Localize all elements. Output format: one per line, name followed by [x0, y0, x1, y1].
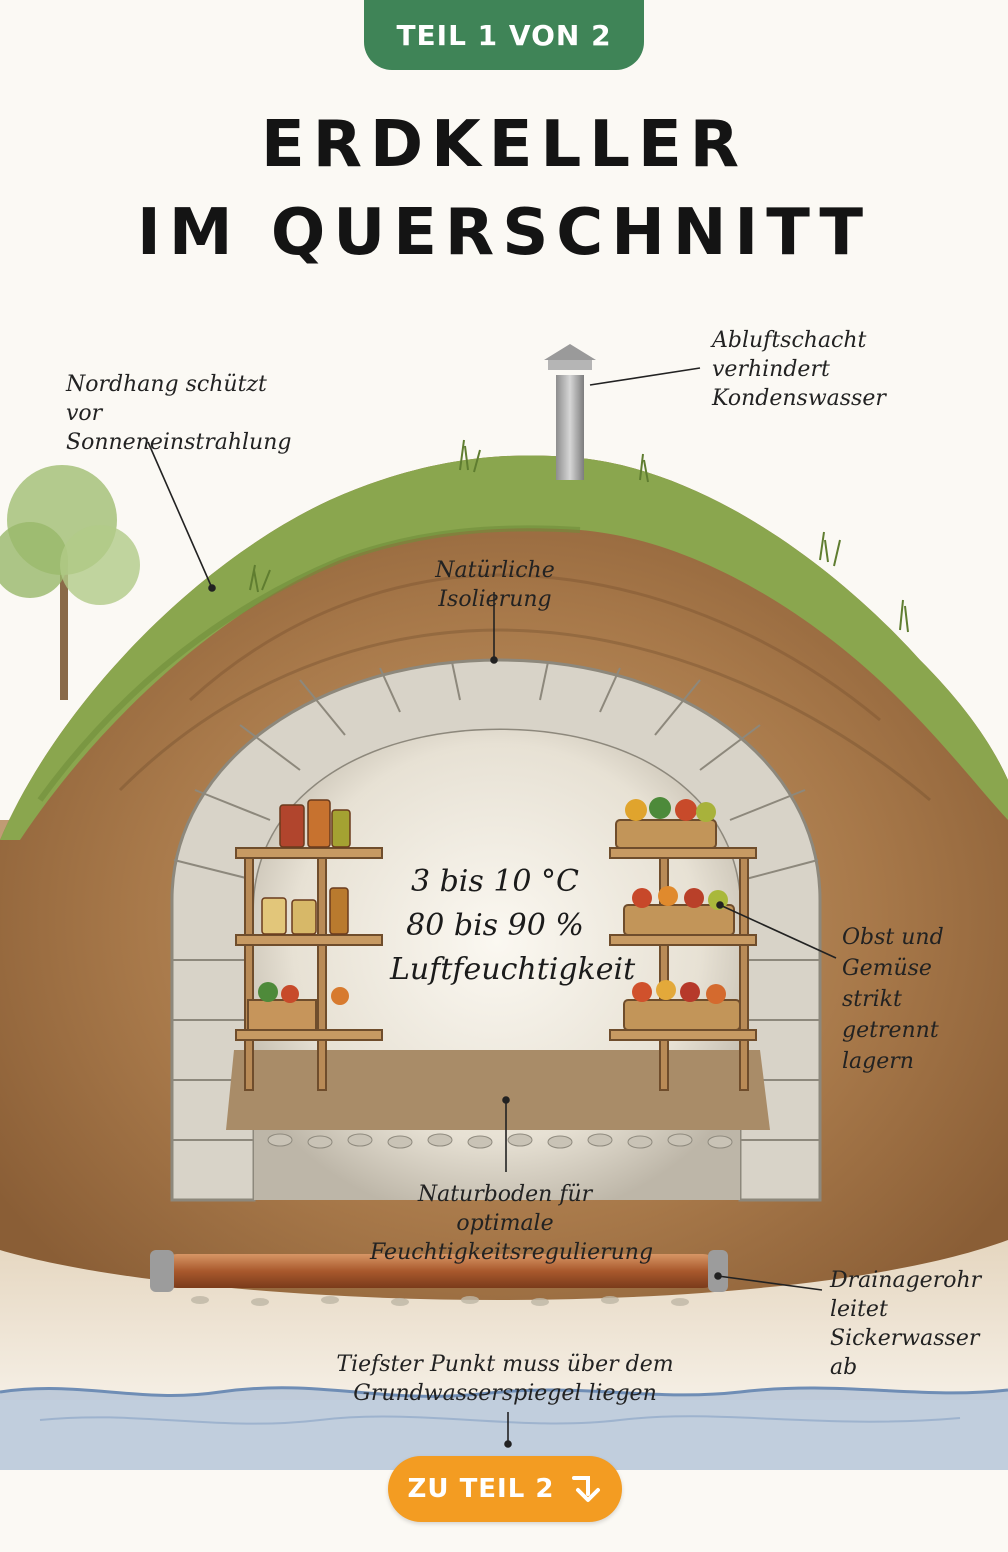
leader-lines [147, 367, 837, 1448]
groundwater [0, 1387, 1008, 1470]
label-obst-gemuese: Obst und Gemüse strikt getrennt lagern [842, 925, 944, 1074]
next-part-button[interactable]: ZU TEIL 2 [388, 1456, 622, 1522]
label-abluftschacht: Abluftschacht verhindert Kondenswasser [712, 328, 886, 411]
pipe-gravel [191, 1296, 689, 1306]
vegetable-crate [247, 982, 349, 1031]
label-naturboden: Naturboden für optimale Feuchtigkeitsreg… [370, 1182, 654, 1265]
soil-layer-line [118, 628, 931, 802]
groundwater-line [0, 1386, 1008, 1398]
grass-highlight [37, 525, 581, 802]
gravel-bed [267, 1133, 733, 1149]
grass-tufts [249, 439, 909, 633]
label-isolierung: Natürliche Isolierung [435, 558, 555, 612]
tree [0, 465, 140, 700]
page-title-line2: IM QUERSCHNITT [137, 196, 871, 270]
temperature-range: 3 bis 10 °C [410, 864, 580, 899]
part-badge: TEIL 1 VON 2 [364, 0, 644, 70]
groundwater-line [39, 1415, 961, 1425]
left-shelf [235, 847, 383, 1091]
arrow-down-right-icon [568, 1472, 602, 1506]
label-nordhang: Nordhang schützt vor Sonneneinstrahlung [66, 372, 292, 455]
jars [261, 799, 351, 935]
grass-layer [0, 455, 1008, 840]
label-drainagerohr: Drainagerohr leitet Sickerwasser ab [830, 1268, 982, 1380]
exhaust-shaft [544, 344, 596, 480]
fruit-baskets [615, 797, 741, 1031]
next-part-label: ZU TEIL 2 [407, 1474, 555, 1504]
climate-info: 3 bis 10 °C 80 bis 90 % Luftfeuchtigkeit [390, 860, 636, 992]
cellar-floor [226, 1050, 770, 1130]
label-grundwasser: Tiefster Punkt muss über dem Grundwasser… [336, 1352, 674, 1406]
soil-layer-line [188, 573, 881, 722]
humidity-label: Luftfeuchtigkeit [390, 952, 636, 987]
page-title-line1: ERDKELLER [261, 108, 747, 182]
drainage-pipe [150, 1250, 728, 1292]
humidity-range: 80 bis 90 % [406, 908, 584, 943]
